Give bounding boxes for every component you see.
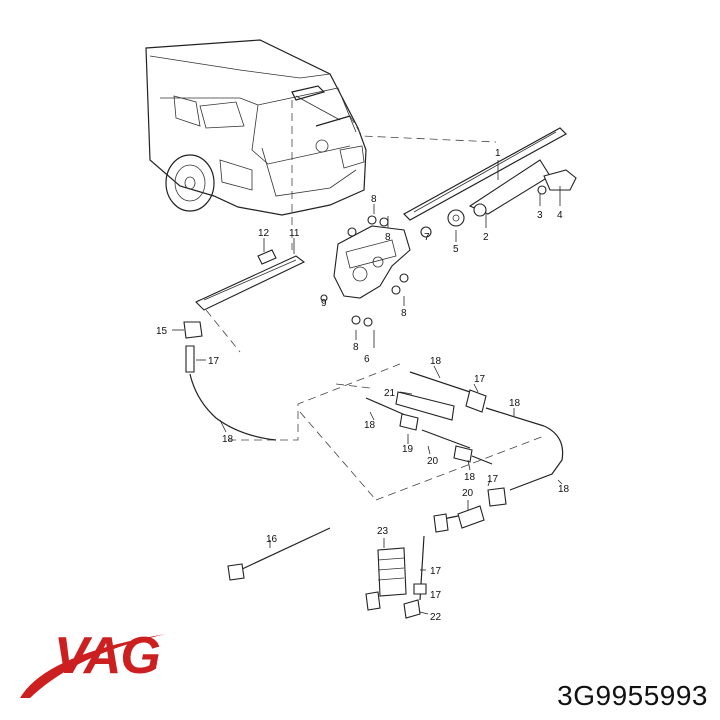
callout-20-upper: 20 xyxy=(462,488,474,499)
callout-8-mid: 8 xyxy=(385,232,391,243)
callout-18-left-mid: 18 xyxy=(364,420,376,431)
callout-5: 5 xyxy=(453,244,459,255)
callout-18-top: 18 xyxy=(430,356,442,367)
callout-17-top: 17 xyxy=(474,374,486,385)
callout-17-pump: 17 xyxy=(430,566,442,577)
callout-22: 22 xyxy=(430,612,442,623)
callout-12: 12 xyxy=(258,228,270,239)
part-number: 3G9955993 xyxy=(557,680,708,711)
callout-17-left: 17 xyxy=(208,356,220,367)
callout-8-right: 8 xyxy=(401,308,407,319)
callout-4: 4 xyxy=(557,210,563,221)
callout-8-top: 8 xyxy=(371,194,377,205)
callout-16: 16 xyxy=(266,534,278,545)
center-washer-hose xyxy=(365,371,564,533)
leader-lines xyxy=(172,160,563,615)
guide-lines xyxy=(197,100,545,501)
callout-19: 19 xyxy=(402,444,414,455)
callout-18-left: 18 xyxy=(222,434,234,445)
callout-23: 23 xyxy=(377,526,389,537)
callout-15: 15 xyxy=(156,326,168,337)
callout-2: 2 xyxy=(483,232,489,243)
callout-3: 3 xyxy=(537,210,543,221)
callout-6: 6 xyxy=(364,354,370,365)
wiper-blade-assembly xyxy=(403,127,577,238)
callout-1: 1 xyxy=(495,148,501,159)
rear-strip-part xyxy=(195,249,306,311)
callout-9: 9 xyxy=(321,298,327,309)
callout-17-lower: 17 xyxy=(430,590,442,601)
left-washer-hose xyxy=(183,321,277,441)
callout-18-right: 18 xyxy=(509,398,521,409)
callout-7: 7 xyxy=(424,232,430,243)
washer-pump xyxy=(365,535,427,619)
car-rear-illustration xyxy=(145,39,367,216)
cable-tie xyxy=(227,527,331,581)
callout-18-center: 18 xyxy=(464,472,476,483)
callout-18-far-right: 18 xyxy=(558,484,570,495)
vag-logo-swoosh xyxy=(20,634,166,698)
callout-17-mid: 17 xyxy=(487,474,499,485)
callout-21: 21 xyxy=(384,388,396,399)
callout-11: 11 xyxy=(289,228,300,239)
callout-labels: 1 2 3 4 5 6 7 8 8 8 8 9 11 12 15 16 17 1… xyxy=(156,148,570,623)
logo-arc-icon xyxy=(20,634,166,698)
callout-20-lower: 20 xyxy=(427,456,439,467)
callout-8-bottom: 8 xyxy=(353,342,359,353)
brand-logo-text: VAG xyxy=(54,627,161,685)
wiper-motor xyxy=(320,215,411,327)
